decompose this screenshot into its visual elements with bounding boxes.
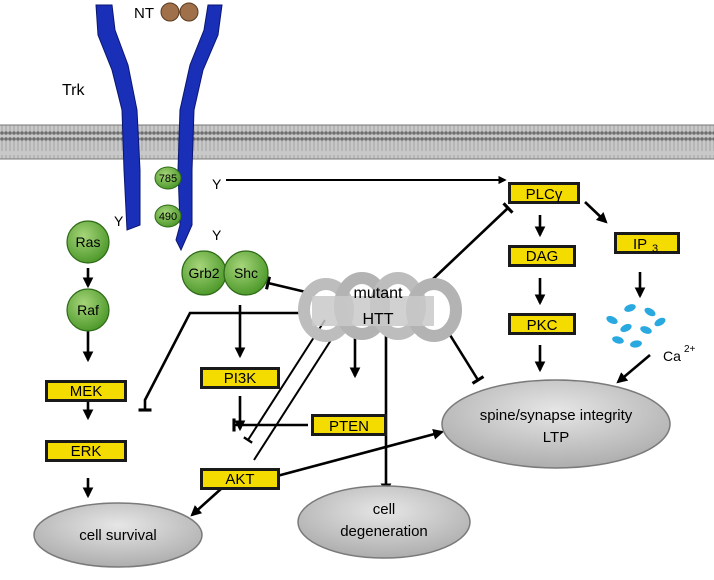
nt-ligand: NT xyxy=(134,2,199,22)
svg-text:LTP: LTP xyxy=(543,429,569,446)
ca-ion xyxy=(654,317,666,327)
ca-ion xyxy=(612,336,624,344)
edge-htt-inhibits-spine xyxy=(448,334,485,385)
edge-htt-inhibits-shc xyxy=(264,276,311,295)
ca-ion xyxy=(606,315,618,325)
node-pi3k: PI3K xyxy=(200,367,280,389)
svg-text:MEK: MEK xyxy=(70,383,103,400)
node-grb2: Grb2 xyxy=(181,250,227,296)
ca-ion xyxy=(630,340,642,348)
calcium-label: Ca xyxy=(663,348,681,364)
svg-text:DAG: DAG xyxy=(526,248,559,265)
node-dag: DAG xyxy=(508,245,576,267)
receptor-right-chain xyxy=(175,4,223,252)
node-akt: AKT xyxy=(200,468,280,490)
edge-htt-inhibits-akt xyxy=(243,319,326,444)
y-mark-ras: Y xyxy=(114,213,124,229)
ligand-dimer-a xyxy=(160,2,180,22)
ca-ion xyxy=(640,326,652,334)
ligand-dimer-b xyxy=(179,2,199,22)
node-raf: Raf xyxy=(66,288,110,332)
svg-text:PTEN: PTEN xyxy=(329,418,369,435)
outcome-spine-synapse-ltp: spine/synapse integrity LTP xyxy=(441,379,671,469)
site-490: 490 xyxy=(154,204,182,228)
svg-text:cell: cell xyxy=(373,501,396,518)
svg-text:Grb2: Grb2 xyxy=(188,265,219,281)
ip3-subscript: 3 xyxy=(652,243,658,255)
svg-text:Shc: Shc xyxy=(234,265,258,281)
svg-text:IP: IP xyxy=(633,236,647,253)
edge-ca-spine xyxy=(616,354,651,384)
svg-text:spine/synapse integrity: spine/synapse integrity xyxy=(480,407,633,424)
edge-akt-survival xyxy=(190,487,223,517)
htt-label-line2: HTT xyxy=(362,311,393,328)
outcome-cell-degeneration: cell degeneration xyxy=(297,485,471,559)
ca-ion xyxy=(644,307,656,317)
edges xyxy=(82,175,651,517)
cell-membrane xyxy=(0,124,714,160)
svg-text:785: 785 xyxy=(159,173,177,185)
edge-htt-inhibits-erk xyxy=(138,311,300,412)
svg-text:490: 490 xyxy=(159,211,177,223)
calcium-charge: 2+ xyxy=(684,344,696,355)
nt-label: NT xyxy=(134,5,154,22)
svg-text:PI3K: PI3K xyxy=(224,370,257,387)
site-785: 785 xyxy=(154,166,182,190)
node-pten: PTEN xyxy=(311,414,387,436)
svg-text:Raf: Raf xyxy=(77,302,99,318)
ca-ion xyxy=(624,304,636,312)
node-ip3: IP 3 xyxy=(614,232,680,255)
edge-htt-inhibits-plcg xyxy=(431,202,514,281)
htt-label-line1: mutant xyxy=(354,285,403,302)
trk-receptor xyxy=(95,4,223,252)
svg-text:AKT: AKT xyxy=(225,471,254,488)
node-shc: Shc xyxy=(223,250,269,296)
svg-text:ERK: ERK xyxy=(71,443,102,460)
node-plcg: PLCγ xyxy=(508,182,580,204)
node-ras: Ras xyxy=(66,220,110,264)
outcome-cell-survival: cell survival xyxy=(33,502,203,568)
trk-label: Trk xyxy=(62,82,86,99)
calcium-ions: Ca 2+ xyxy=(606,304,696,364)
y-mark-grb: Y xyxy=(212,227,222,243)
node-mek: MEK xyxy=(45,380,127,402)
ca-ion xyxy=(620,323,632,333)
edge-akt-spine xyxy=(261,428,445,482)
svg-text:degeneration: degeneration xyxy=(340,523,428,540)
edge-plcg-ip3 xyxy=(584,201,608,224)
receptor-left-chain xyxy=(95,4,141,231)
node-pkc: PKC xyxy=(508,313,576,335)
svg-text:cell survival: cell survival xyxy=(79,527,157,544)
edge-akt-to-htt xyxy=(253,324,341,461)
y-mark-plc: Y xyxy=(212,176,222,192)
svg-text:PKC: PKC xyxy=(527,317,558,334)
mutant-htt: mutant HTT xyxy=(298,272,462,342)
svg-text:Ras: Ras xyxy=(76,234,101,250)
node-erk: ERK xyxy=(45,440,127,462)
svg-text:PLCγ: PLCγ xyxy=(526,186,563,203)
